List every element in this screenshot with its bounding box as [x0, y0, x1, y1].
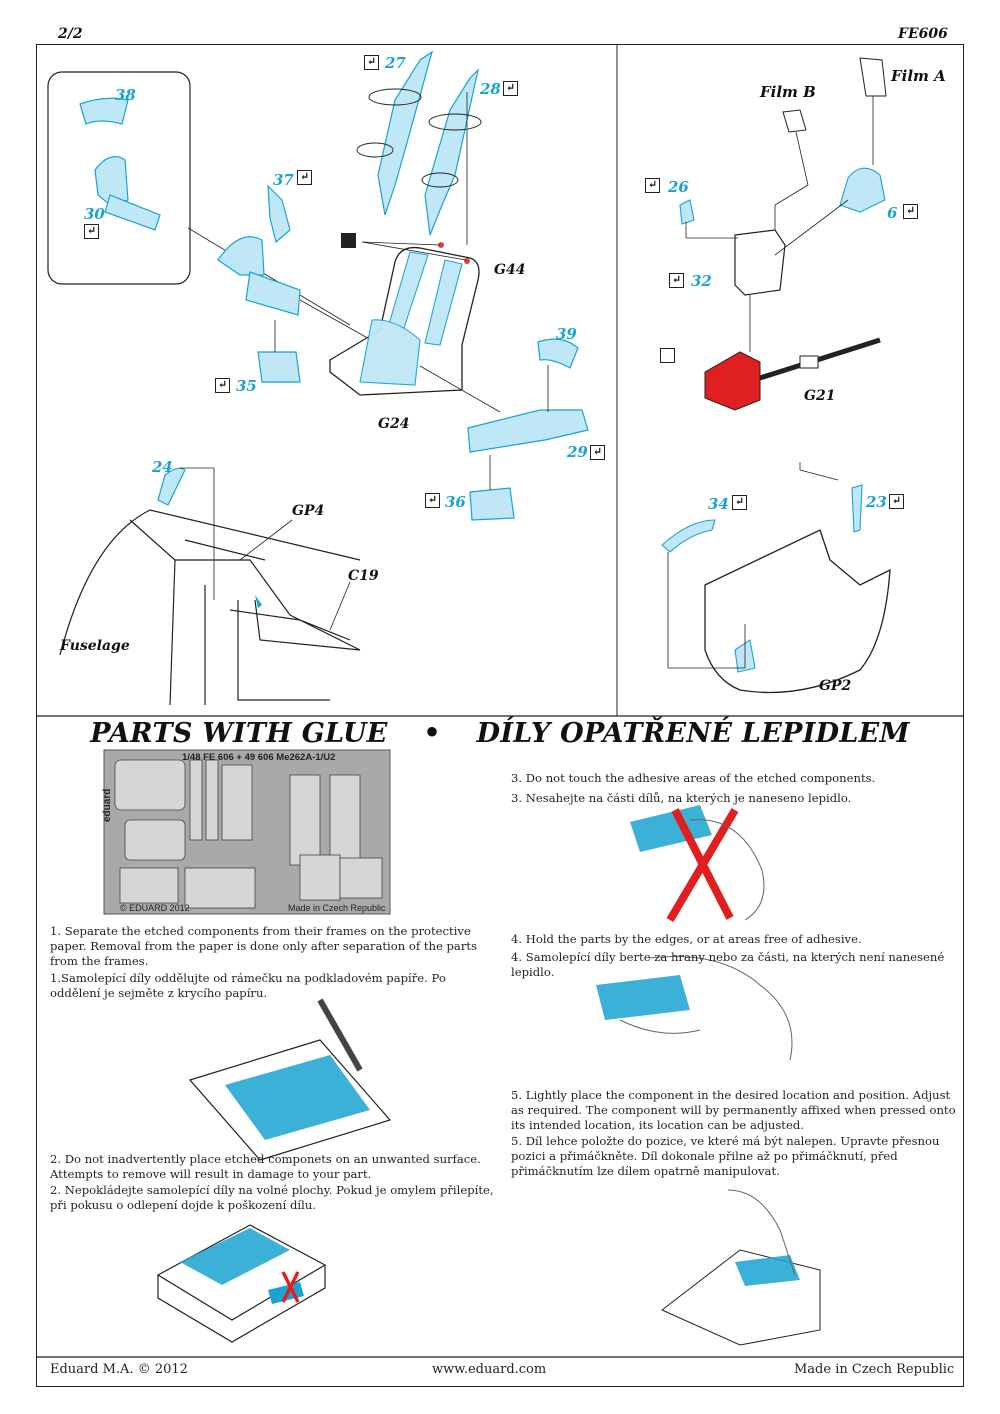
- check-icon: ↵: [297, 170, 312, 185]
- fret-brand: eduard: [102, 788, 113, 822]
- part-number: 34: [708, 495, 729, 513]
- step-3-cz: 3. Nesahejte na části dílů, na kterých j…: [511, 791, 852, 805]
- check-icon: ↵: [425, 493, 440, 508]
- part-number: 36: [445, 493, 466, 511]
- part-number: 32: [691, 272, 712, 290]
- check-icon: ↵: [889, 494, 904, 509]
- title-separator: •: [423, 718, 441, 749]
- check-icon: ↵: [669, 273, 684, 288]
- page-number: 2/2: [58, 26, 83, 42]
- section-title: PARTS WITH GLUE • DÍLY OPATŘENÉ LEPIDLEM: [36, 718, 964, 749]
- part-number: 28: [480, 80, 501, 98]
- label-film-a: Film A: [891, 67, 946, 85]
- check-icon: ↵: [645, 178, 660, 193]
- step-3-en: 3. Do not touch the adhesive areas of th…: [511, 771, 876, 785]
- film-icon: [660, 348, 675, 363]
- check-icon: ↵: [590, 445, 605, 460]
- label-gp2: GP2: [819, 678, 852, 694]
- step-2-cz: 2. Nepokládejte samolepící díly na volné…: [50, 1183, 494, 1212]
- fret-header: 1/48 FE 606 + 49 606 Me262A-1/U2: [182, 752, 336, 763]
- check-icon: ↵: [503, 81, 518, 96]
- step-4-en: 4. Hold the parts by the edges, or at ar…: [511, 932, 862, 946]
- check-icon: ↵: [84, 224, 99, 239]
- step-1-en: 1. Separate the etched components from t…: [50, 924, 477, 968]
- fret-made-in: Made in Czech Republic: [288, 903, 386, 913]
- label-g24: G24: [378, 416, 410, 432]
- label-gp4: GP4: [292, 503, 325, 519]
- part-number: 39: [556, 325, 577, 343]
- footer-website: www.eduard.com: [432, 1362, 547, 1377]
- part-number: 37: [273, 171, 294, 189]
- part-number: 35: [236, 377, 257, 395]
- check-icon: ↵: [215, 378, 230, 393]
- label-g44: G44: [494, 262, 526, 278]
- step-5-cz: 5. Díl lehce položte do pozice, ve které…: [511, 1134, 940, 1178]
- label-c19: C19: [348, 568, 379, 584]
- part-number: 27: [385, 54, 406, 72]
- label-g21: G21: [804, 388, 836, 404]
- label-fuselage: Fuselage: [60, 638, 130, 654]
- check-icon: ↵: [364, 55, 379, 70]
- footer-made-in: Made in Czech Republic: [794, 1362, 955, 1377]
- check-icon: ↵: [732, 495, 747, 510]
- part-number: 23: [866, 493, 887, 511]
- paint-icon: [341, 233, 356, 248]
- step-4-cz: 4. Samolepící díly berte za hrany nebo z…: [511, 950, 945, 979]
- part-number: 38: [115, 86, 136, 104]
- part-number: 6: [887, 204, 898, 222]
- part-number: 29: [567, 443, 588, 461]
- title-en: PARTS WITH GLUE: [90, 718, 388, 749]
- step-2-en: 2. Do not inadvertently place etched com…: [50, 1152, 481, 1181]
- part-number: 30: [84, 205, 105, 223]
- title-cz: DÍLY OPATŘENÉ LEPIDLEM: [476, 718, 910, 749]
- step-5-en: 5. Lightly place the component in the de…: [511, 1088, 956, 1132]
- part-number: 26: [668, 178, 689, 196]
- kit-code: FE606: [898, 26, 948, 42]
- footer-copyright: Eduard M.A. © 2012: [50, 1362, 188, 1377]
- fret-copyright: © EDUARD 2012: [120, 903, 190, 913]
- part-number: 24: [152, 458, 173, 476]
- check-icon: ↵: [903, 204, 918, 219]
- label-film-b: Film B: [760, 83, 816, 101]
- step-1-cz: 1.Samolepící díly oddělujte od rámečku n…: [50, 971, 446, 1000]
